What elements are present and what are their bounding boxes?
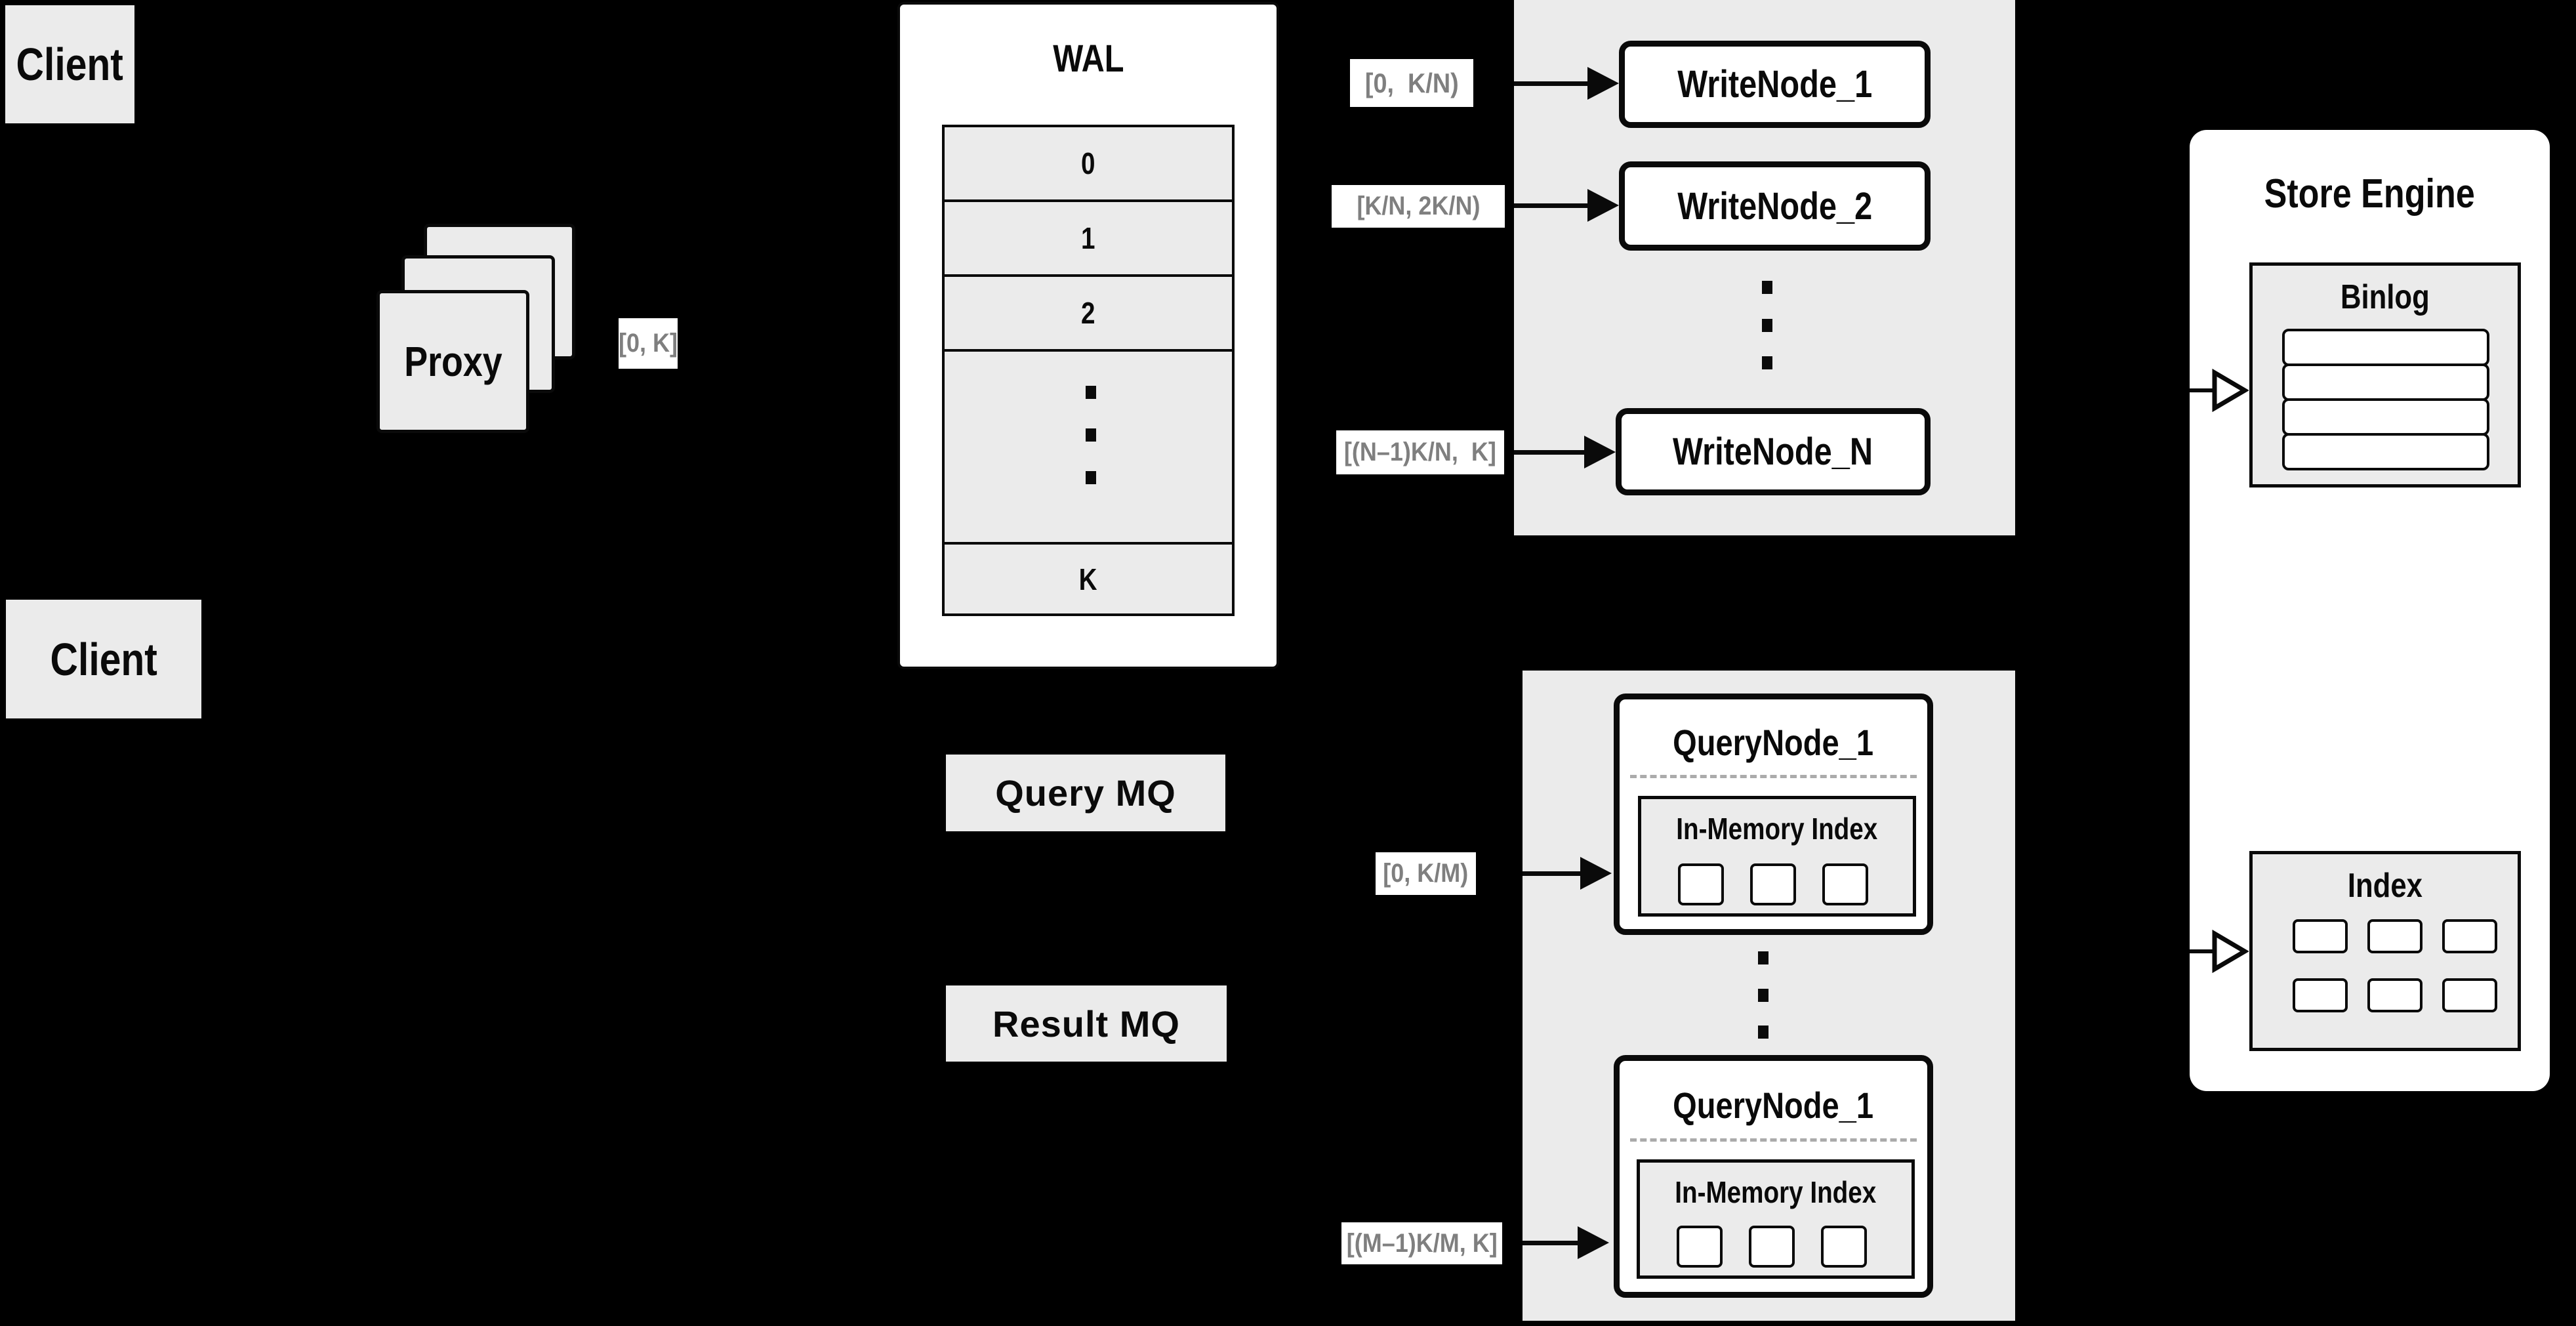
ellipsis-dot — [1086, 471, 1096, 484]
in-memory-index-box: In-Memory Index — [1637, 1159, 1915, 1279]
index-cell — [2442, 919, 2497, 953]
result-mq-box: Result MQ — [946, 985, 1227, 1062]
open-arrow-head — [2212, 930, 2249, 973]
dashed-divider — [1630, 1138, 1917, 1142]
query-node-title: QueryNode_1 — [1673, 721, 1874, 763]
interval-label-writenode-2: [K/N, 2K/N) — [1332, 185, 1505, 228]
proxy-card-front: Proxy — [377, 290, 529, 433]
wal-row: 1 — [942, 199, 1235, 277]
in-memory-index-title: In-Memory Index — [1675, 1175, 1877, 1209]
ellipsis-dot — [1762, 319, 1772, 332]
ellipsis-dot — [1762, 281, 1772, 294]
binlog-row — [2282, 433, 2489, 470]
open-arrow-line — [2190, 388, 2215, 392]
wal-row: 0 — [942, 125, 1235, 202]
wal-table: 0 1 2 K — [942, 125, 1235, 616]
client-top-label: Client — [16, 39, 124, 90]
index-cell — [2442, 978, 2497, 1012]
arrow-head — [1587, 189, 1619, 222]
store-engine-title: Store Engine — [2264, 171, 2476, 217]
interval-label-writenode-1: [0, K/N) — [1350, 59, 1473, 107]
in-memory-index-title: In-Memory Index — [1676, 812, 1878, 846]
dashed-divider — [1630, 775, 1917, 778]
store-engine-container: Store Engine Binlog Index — [2190, 130, 2550, 1091]
binlog-box: Binlog — [2249, 262, 2521, 487]
query-node-1: QueryNode_1 In-Memory Index — [1614, 694, 1933, 935]
ellipsis-dot — [1758, 1026, 1768, 1039]
interval-label-writenode-n: [(N–1)K/N, K] — [1336, 430, 1504, 474]
open-arrow-line — [2190, 949, 2215, 953]
segment-cell — [1749, 1226, 1795, 1268]
wal-row: 2 — [942, 274, 1235, 352]
wal-container: WAL 0 1 2 K — [897, 2, 1279, 669]
query-mq-label: Query MQ — [995, 772, 1176, 814]
arrow-head — [1578, 1226, 1609, 1259]
write-node-1: WriteNode_1 — [1619, 41, 1931, 128]
binlog-row — [2282, 363, 2489, 401]
segment-cell — [1750, 863, 1796, 905]
ellipsis-dot — [1758, 989, 1768, 1002]
wal-title: WAL — [1052, 37, 1124, 80]
segment-cell — [1822, 863, 1868, 905]
arrow-head — [1587, 67, 1619, 100]
result-mq-label: Result MQ — [992, 1003, 1180, 1045]
index-cell — [2293, 919, 2348, 953]
arrow-head — [1580, 857, 1612, 890]
ellipsis-dot — [1762, 356, 1772, 369]
index-title: Index — [2347, 867, 2423, 905]
segment-cell — [1821, 1226, 1867, 1268]
arrow-head — [1584, 436, 1616, 468]
arrow-line — [1523, 1241, 1580, 1245]
proxy-label: Proxy — [403, 338, 502, 385]
binlog-row — [2282, 398, 2489, 436]
arrow-line — [1514, 203, 1590, 208]
query-node-title: QueryNode_1 — [1673, 1084, 1874, 1126]
index-cell — [2367, 978, 2423, 1012]
ellipsis-dot — [1086, 386, 1096, 399]
wal-row-last: K — [942, 542, 1235, 616]
write-node-n: WriteNode_N — [1616, 408, 1931, 495]
query-node-m: QueryNode_1 In-Memory Index — [1614, 1055, 1933, 1298]
in-memory-index-box: In-Memory Index — [1638, 796, 1916, 917]
binlog-rows — [2282, 329, 2489, 470]
segment-cell — [1677, 1226, 1723, 1268]
interval-label-proxy-wal: [0, K] — [619, 318, 678, 369]
ellipsis-dot — [1086, 428, 1096, 442]
binlog-title: Binlog — [2341, 278, 2430, 316]
index-box: Index — [2249, 851, 2521, 1051]
index-cell — [2293, 978, 2348, 1012]
interval-label-querynode-m: [(M–1)K/M, K] — [1341, 1222, 1502, 1264]
client-box-bottom: Client — [6, 600, 201, 718]
segment-cell — [1678, 863, 1724, 905]
wal-row-ellipsis — [942, 349, 1235, 545]
write-node-2: WriteNode_2 — [1619, 161, 1931, 251]
arrow-line — [1514, 450, 1587, 455]
client-bottom-label: Client — [50, 633, 157, 685]
client-box-top: Client — [5, 5, 134, 123]
open-arrow-head — [2212, 369, 2249, 412]
arrow-line — [1514, 81, 1590, 86]
arrow-line — [1523, 871, 1583, 876]
interval-label-querynode-1: [0, K/M) — [1376, 852, 1476, 895]
query-mq-box: Query MQ — [946, 755, 1225, 831]
ellipsis-dot — [1758, 951, 1768, 964]
binlog-row — [2282, 329, 2489, 366]
index-cell — [2367, 919, 2423, 953]
